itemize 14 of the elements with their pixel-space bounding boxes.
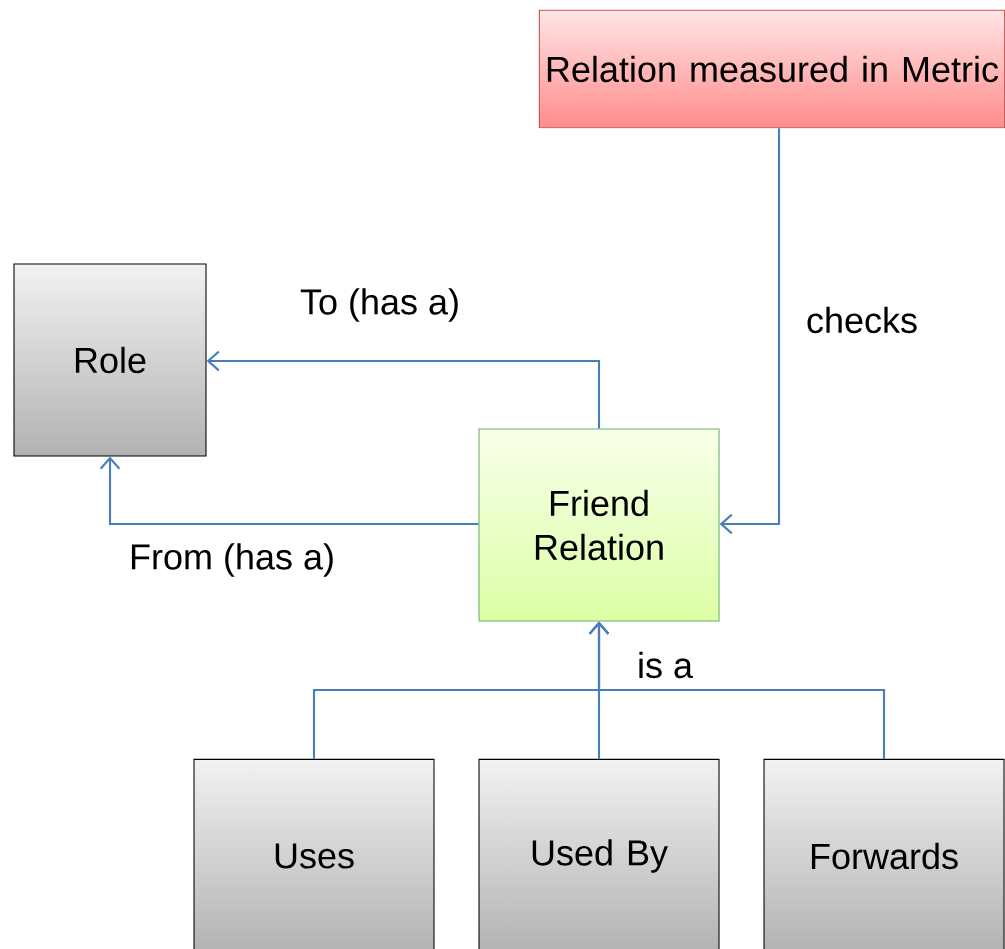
box: Relation measured in Metric: [538, 9, 1005, 129]
edge-label: checks: [807, 306, 917, 334]
arrow: [206, 350, 601, 429]
edge-label: From (has a): [131, 543, 333, 577]
arrow: [588, 621, 886, 759]
arrow: [99, 456, 479, 526]
box: Role: [13, 263, 207, 457]
edge-label: is a: [639, 651, 693, 679]
box: Friend Relation: [478, 428, 720, 622]
arrow: [719, 128, 781, 535]
edge-label: To (has a): [300, 288, 458, 322]
box: Used By: [478, 758, 720, 949]
box: Forwards: [763, 758, 1005, 949]
box: Uses: [193, 758, 435, 949]
